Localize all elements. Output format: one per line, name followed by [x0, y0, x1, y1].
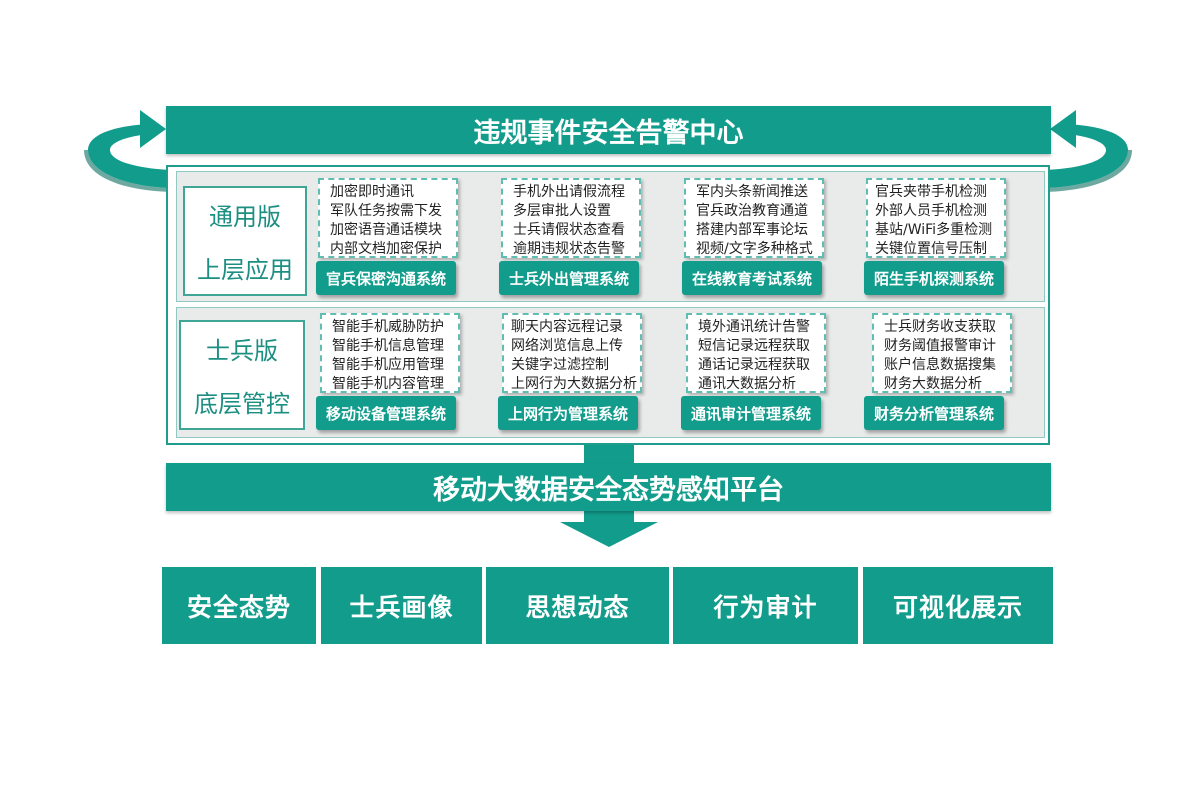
- feature-item: 多层审批人设置: [513, 203, 611, 219]
- feature-item: 账户信息数据搜集: [884, 357, 996, 373]
- feature-item: 基站/WiFi多重检测: [875, 222, 993, 238]
- feature-item: 逾期违规状态告警: [513, 241, 625, 257]
- feature-list: 境外通讯统计告警 短信记录远程获取 通话记录远程获取 通讯大数据分析: [686, 313, 826, 393]
- feature-item: 智能手机信息管理: [332, 338, 444, 354]
- feature-item: 上网行为大数据分析: [511, 376, 637, 392]
- feature-item: 官兵政治教育通道: [696, 203, 808, 219]
- feature-item: 外部人员手机检测: [875, 203, 987, 219]
- alert-center-banner: 违规事件安全告警中心: [166, 106, 1051, 154]
- bottom-item-security-posture[interactable]: 安全态势: [162, 567, 316, 644]
- feature-item: 短信记录远程获取: [698, 338, 810, 354]
- feature-list: 加密即时通讯 军队任务按需下发 加密语音通话模块 内部文档加密保护: [318, 178, 458, 258]
- bottom-item-soldier-profile[interactable]: 士兵画像: [321, 567, 482, 644]
- feature-item: 加密即时通讯: [330, 184, 414, 200]
- row-label-general: 通用版 上层应用: [183, 186, 307, 296]
- system-button-phone-detect[interactable]: 陌生手机探测系统: [864, 261, 1004, 295]
- feature-item: 通讯大数据分析: [698, 376, 796, 392]
- feature-item: 财务大数据分析: [884, 376, 982, 392]
- right-loop-arrow-icon: [1046, 110, 1132, 192]
- feature-list: 官兵夹带手机检测 外部人员手机检测 基站/WiFi多重检测 关键位置信号压制: [866, 178, 1006, 258]
- feature-item: 官兵夹带手机检测: [875, 184, 987, 200]
- row-label-soldier: 士兵版 底层管控: [179, 320, 305, 430]
- feature-item: 聊天内容远程记录: [511, 319, 623, 335]
- feature-item: 财务阈值报警审计: [884, 338, 996, 354]
- feature-list: 手机外出请假流程 多层审批人设置 士兵请假状态查看 逾期违规状态告警: [501, 178, 641, 258]
- feature-item: 军队任务按需下发: [330, 203, 442, 219]
- feature-item: 智能手机威胁防护: [332, 319, 444, 335]
- feature-item: 视频/文字多种格式: [696, 241, 813, 257]
- feature-list: 军内头条新闻推送 官兵政治教育通道 搭建内部军事论坛 视频/文字多种格式: [684, 178, 824, 258]
- system-button-leave-mgmt[interactable]: 士兵外出管理系统: [499, 261, 639, 295]
- feature-list: 士兵财务收支获取 财务阈值报警审计 账户信息数据搜集 财务大数据分析: [872, 313, 1012, 393]
- system-button-online-edu[interactable]: 在线教育考试系统: [682, 261, 822, 295]
- feature-item: 智能手机应用管理: [332, 357, 444, 373]
- row-label-line2: 底层管控: [194, 390, 290, 418]
- bottom-item-ideology[interactable]: 思想动态: [486, 567, 669, 644]
- feature-item: 关键字过滤控制: [511, 357, 609, 373]
- feature-item: 士兵财务收支获取: [884, 319, 996, 335]
- feature-item: 内部文档加密保护: [330, 241, 442, 257]
- platform-banner: 移动大数据安全态势感知平台: [166, 463, 1051, 511]
- feature-item: 加密语音通话模块: [330, 222, 442, 238]
- feature-item: 搭建内部军事论坛: [696, 222, 808, 238]
- row-label-line1: 士兵版: [206, 337, 278, 365]
- system-button-finance[interactable]: 财务分析管理系统: [864, 396, 1004, 430]
- connector-bar: [584, 445, 634, 463]
- left-loop-arrow-icon: [84, 110, 170, 192]
- row-label-line1: 通用版: [209, 203, 281, 231]
- feature-item: 智能手机内容管理: [332, 376, 444, 392]
- feature-item: 通话记录远程获取: [698, 357, 810, 373]
- system-button-comm-audit[interactable]: 通讯审计管理系统: [681, 396, 821, 430]
- system-button-web-behavior[interactable]: 上网行为管理系统: [498, 396, 638, 430]
- bottom-item-visualization[interactable]: 可视化展示: [863, 567, 1053, 644]
- feature-item: 士兵请假状态查看: [513, 222, 625, 238]
- bottom-item-behavior-audit[interactable]: 行为审计: [673, 567, 858, 644]
- feature-list: 智能手机威胁防护 智能手机信息管理 智能手机应用管理 智能手机内容管理: [320, 313, 460, 393]
- feature-item: 境外通讯统计告警: [698, 319, 810, 335]
- system-button-secure-comm[interactable]: 官兵保密沟通系统: [316, 261, 456, 295]
- feature-item: 军内头条新闻推送: [696, 184, 808, 200]
- down-arrow-icon: [560, 510, 658, 547]
- row-label-line2: 上层应用: [197, 256, 293, 284]
- feature-item: 网络浏览信息上传: [511, 338, 623, 354]
- feature-item: 关键位置信号压制: [875, 241, 987, 257]
- system-button-device-mgmt[interactable]: 移动设备管理系统: [316, 396, 456, 430]
- feature-item: 手机外出请假流程: [513, 184, 625, 200]
- feature-list: 聊天内容远程记录 网络浏览信息上传 关键字过滤控制 上网行为大数据分析: [502, 313, 642, 393]
